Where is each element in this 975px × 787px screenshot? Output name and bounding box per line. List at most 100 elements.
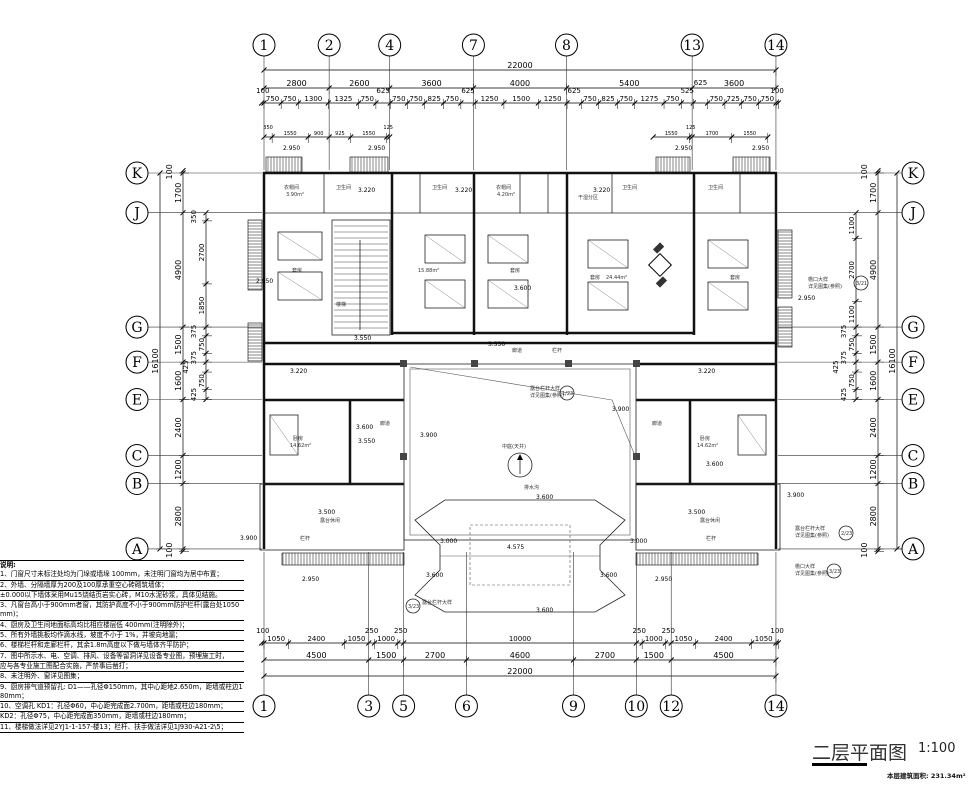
- dimension-text: 750: [198, 338, 206, 351]
- dimension-text: 2400: [307, 635, 325, 643]
- dimension-text: 4600: [510, 651, 530, 660]
- dimension-text: 1050: [755, 635, 773, 643]
- note-line: 11、楼梯做法详见2YJ1-1-157-楼13；栏杆、扶手做法详见1J930-A…: [0, 723, 244, 734]
- level-mark: 2.950: [368, 145, 385, 152]
- label-area: 24.44m²: [606, 275, 627, 281]
- detail-label: 详见图集(参照): [795, 532, 829, 539]
- dimension-text: 825: [601, 95, 614, 103]
- axis-bubble: [659, 694, 683, 718]
- label-cloakroom: 衣帽间: [284, 184, 299, 191]
- axis-bubble: [125, 201, 149, 225]
- axis-label: B: [908, 477, 918, 493]
- dimension-text: 22000: [507, 61, 532, 70]
- level-mark: 3.550: [488, 341, 505, 348]
- dimension-text: 125: [383, 125, 393, 131]
- bed-sheet-line: [269, 414, 299, 456]
- axis-bubble: [125, 350, 149, 374]
- entrance-portico: [414, 499, 626, 613]
- axis-label: 4: [385, 38, 394, 54]
- label-area: 4.20m²: [497, 192, 515, 198]
- dimension-text: 2700: [848, 261, 856, 279]
- detail-ref-number: 3/23: [829, 569, 840, 575]
- stair: [331, 219, 391, 336]
- level-mark: 3.600: [536, 494, 553, 501]
- dimension-text: 100: [165, 164, 174, 179]
- floor-area: 本层建筑面积: 231.34m²: [887, 772, 966, 780]
- axis-bubble: [555, 33, 579, 57]
- bed: [707, 239, 749, 269]
- axis-label: 14: [767, 38, 785, 54]
- bay-windows: [247, 156, 793, 566]
- dimension-text: 1550: [362, 131, 375, 137]
- dimension-text: 525: [681, 87, 694, 95]
- detail-label: 露台栏杆大样: [795, 525, 825, 532]
- bed-sheet-line: [587, 281, 629, 311]
- note-line: 6、楼梯栏杆和走廊栏杆，其余1.8m高度以下做与墙体齐平防护；: [0, 641, 244, 652]
- dimension-text: 2600: [349, 79, 369, 88]
- level-mark: 3.220: [455, 187, 472, 194]
- dimension-text: 750: [266, 95, 279, 103]
- level-mark: 4.575: [507, 544, 524, 551]
- dimension-text: 1500: [869, 334, 878, 354]
- dimension-text: 1850: [198, 297, 206, 315]
- label-area: 3.90m²: [286, 192, 304, 198]
- dimension-text: 10000: [509, 635, 531, 643]
- dimension-text: 250: [394, 627, 407, 635]
- dimension-text: 1300: [304, 95, 322, 103]
- axis-bubble: [901, 387, 925, 411]
- dimension-text: 1600: [174, 371, 183, 391]
- dimension-text: 2700: [425, 651, 445, 660]
- axis-bubble: [125, 161, 149, 185]
- dimension-text: 750: [761, 95, 774, 103]
- axis-bubble: [125, 537, 149, 561]
- dimension-text: 375: [840, 351, 848, 364]
- axis-label: E: [132, 392, 142, 408]
- note-line: 1、门窗尺寸未标注处均为门垛或墙垛 100mm，未注明门窗均为居中布置；: [0, 570, 244, 581]
- detail-ref-circle: [405, 598, 421, 614]
- dimension-text: 375: [840, 325, 848, 338]
- bed-sheet-line: [277, 231, 323, 261]
- label-railing: 栏杆: [552, 347, 562, 354]
- dimension-text: 2800: [286, 79, 306, 88]
- label-bath: 卫生间: [622, 184, 637, 191]
- bed-sheet-line: [737, 414, 767, 456]
- bed-sheet-line: [277, 271, 323, 301]
- dimension-text: 2400: [869, 417, 878, 437]
- dimension-text: 425: [832, 360, 840, 373]
- axis-label: J: [132, 206, 140, 222]
- axis-label: F: [132, 355, 142, 371]
- level-mark: 2.950: [283, 145, 300, 152]
- axis-label: 12: [662, 699, 680, 715]
- level-mark: 2.950: [752, 145, 769, 152]
- axis-bubble: [680, 33, 704, 57]
- dimension-text: 1550: [665, 131, 678, 137]
- level-mark: 3.600: [706, 461, 723, 468]
- axis-label: A: [131, 542, 143, 558]
- dimension-text: 1700: [706, 131, 719, 137]
- dimension-text: 2800: [174, 506, 183, 526]
- axis-label: 6: [462, 699, 471, 715]
- bed-sheet-line: [707, 281, 749, 311]
- bed: [487, 234, 529, 264]
- dimension-text: 100: [770, 87, 783, 95]
- level-mark: 3.900: [240, 535, 257, 542]
- label-railing: 栏杆: [706, 535, 716, 542]
- axis-bubble: [901, 350, 925, 374]
- label-dry: 干湿分区: [578, 194, 598, 201]
- label-corridor: 廊道: [512, 347, 522, 354]
- dimension-text: 350: [263, 125, 273, 131]
- dimension-text: 100: [860, 164, 869, 179]
- dimension-text: 3600: [421, 79, 441, 88]
- level-mark: 3.900: [420, 432, 437, 439]
- axis-bubble: [901, 537, 925, 561]
- detail-ref-number: 1/23: [562, 391, 573, 397]
- dimension-tick: [258, 100, 265, 106]
- axis-label: 9: [569, 699, 578, 715]
- axis-bubble: [461, 33, 485, 57]
- dimension-text: 1050: [267, 635, 285, 643]
- axis-label: 13: [683, 38, 701, 54]
- detail-ref-circle: [826, 563, 842, 579]
- level-mark: 3.550: [358, 438, 375, 445]
- detail-label: 露台栏杆大样: [530, 385, 560, 392]
